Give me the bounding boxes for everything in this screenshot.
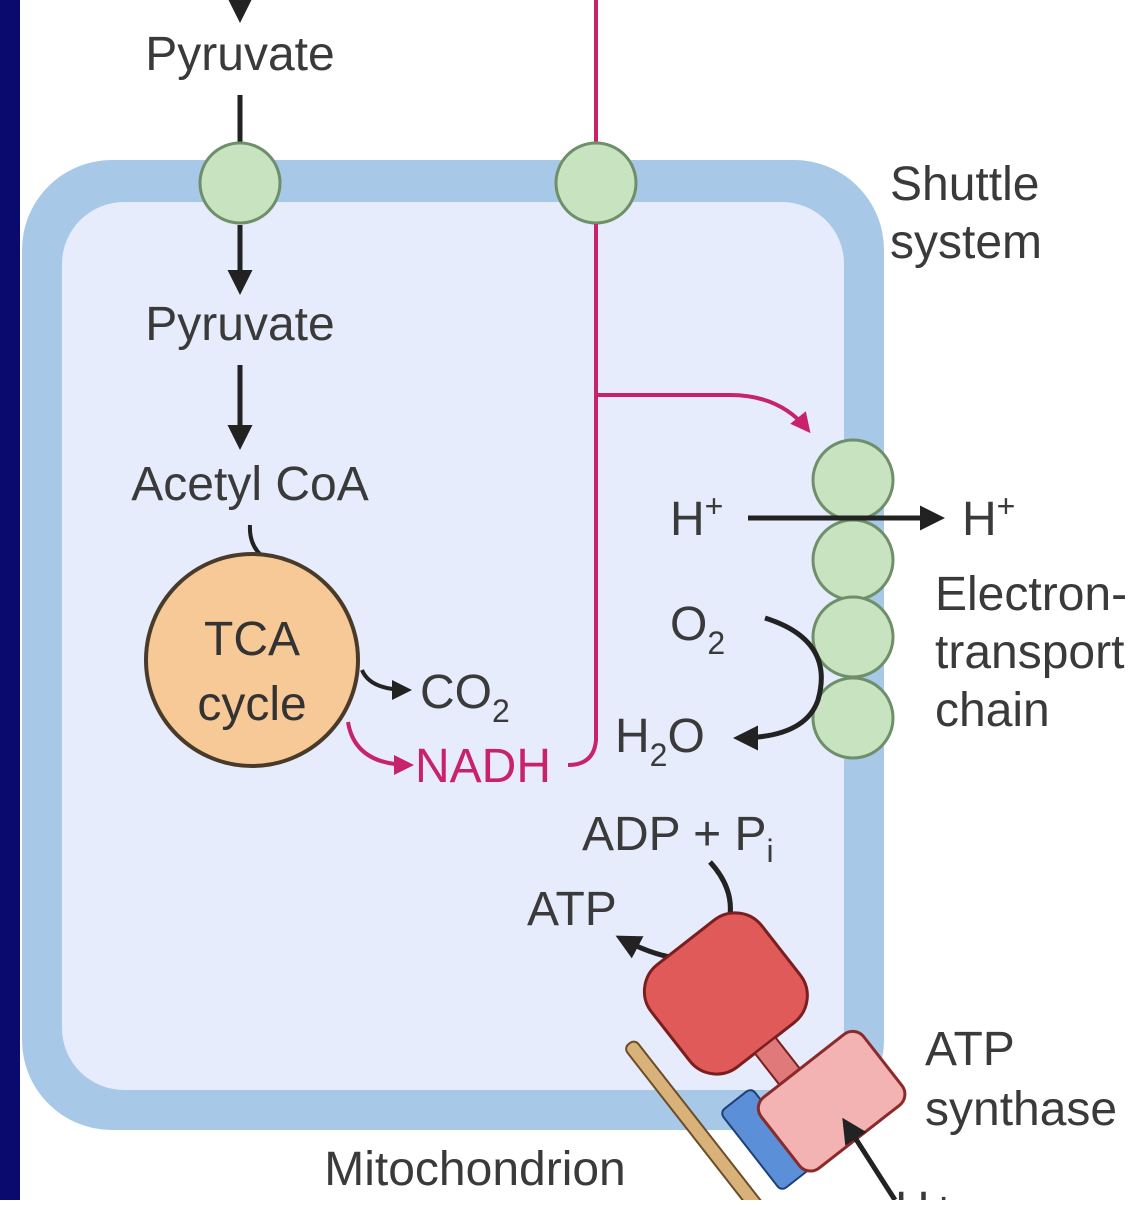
shuttle-line-down	[567, 224, 598, 767]
matrix	[62, 202, 844, 1090]
etc-label-line1: Electron-	[935, 568, 1127, 621]
arrow-o2-to-h2o	[733, 615, 824, 751]
pyruvate-cytosol-label: Pyruvate	[145, 28, 334, 81]
shuttle-label-line2: system	[890, 216, 1042, 269]
left-edge-bar	[0, 0, 20, 1200]
tca-label-line2: cycle	[197, 678, 306, 731]
atp-label: ATP	[527, 883, 617, 936]
h2o-label: H2O	[615, 710, 705, 773]
etc-label-line3: chain	[935, 684, 1050, 737]
arrow-shuttle-to-etc	[596, 393, 811, 434]
atp-synthase-label-line1: ATP	[925, 1023, 1015, 1076]
tca-cycle-circle	[144, 552, 360, 768]
tca-label-line1: TCA	[204, 613, 300, 666]
etc-complex-2	[811, 518, 895, 602]
arrow-co2	[360, 669, 412, 700]
o2-label: O2	[670, 598, 725, 661]
arrow-nadh	[346, 721, 414, 775]
h-plus-left-label: H+	[670, 488, 723, 546]
acetyl-coa-label: Acetyl CoA	[131, 458, 368, 511]
etc-complex-4	[811, 676, 895, 760]
shuttle-transporter	[554, 141, 638, 225]
pyruvate-transporter	[198, 141, 282, 225]
mitochondrion-label: Mitochondrion	[324, 1143, 626, 1196]
h-plus-right-label: H+	[962, 488, 1015, 546]
atp-synthase	[625, 911, 907, 1205]
etc-complex-1	[811, 438, 895, 522]
atp-synthase-label-line2: synthase	[925, 1083, 1117, 1136]
co2-label: CO2	[420, 666, 510, 729]
pyruvate-matrix-label: Pyruvate	[145, 298, 334, 351]
synthase-stator-tan	[625, 1040, 788, 1205]
adp-pi-label: ADP + Pi	[582, 808, 774, 869]
h-bottom-label: H+	[895, 1183, 958, 1200]
electron-transport-chain	[811, 438, 895, 760]
arrow-h-plus-synthase	[842, 1117, 898, 1202]
etc-label-line2: transport	[935, 626, 1124, 679]
shuttle-label-line1: Shuttle	[890, 158, 1039, 211]
nadh-label: NADH	[415, 740, 551, 793]
etc-complex-3	[811, 595, 895, 679]
